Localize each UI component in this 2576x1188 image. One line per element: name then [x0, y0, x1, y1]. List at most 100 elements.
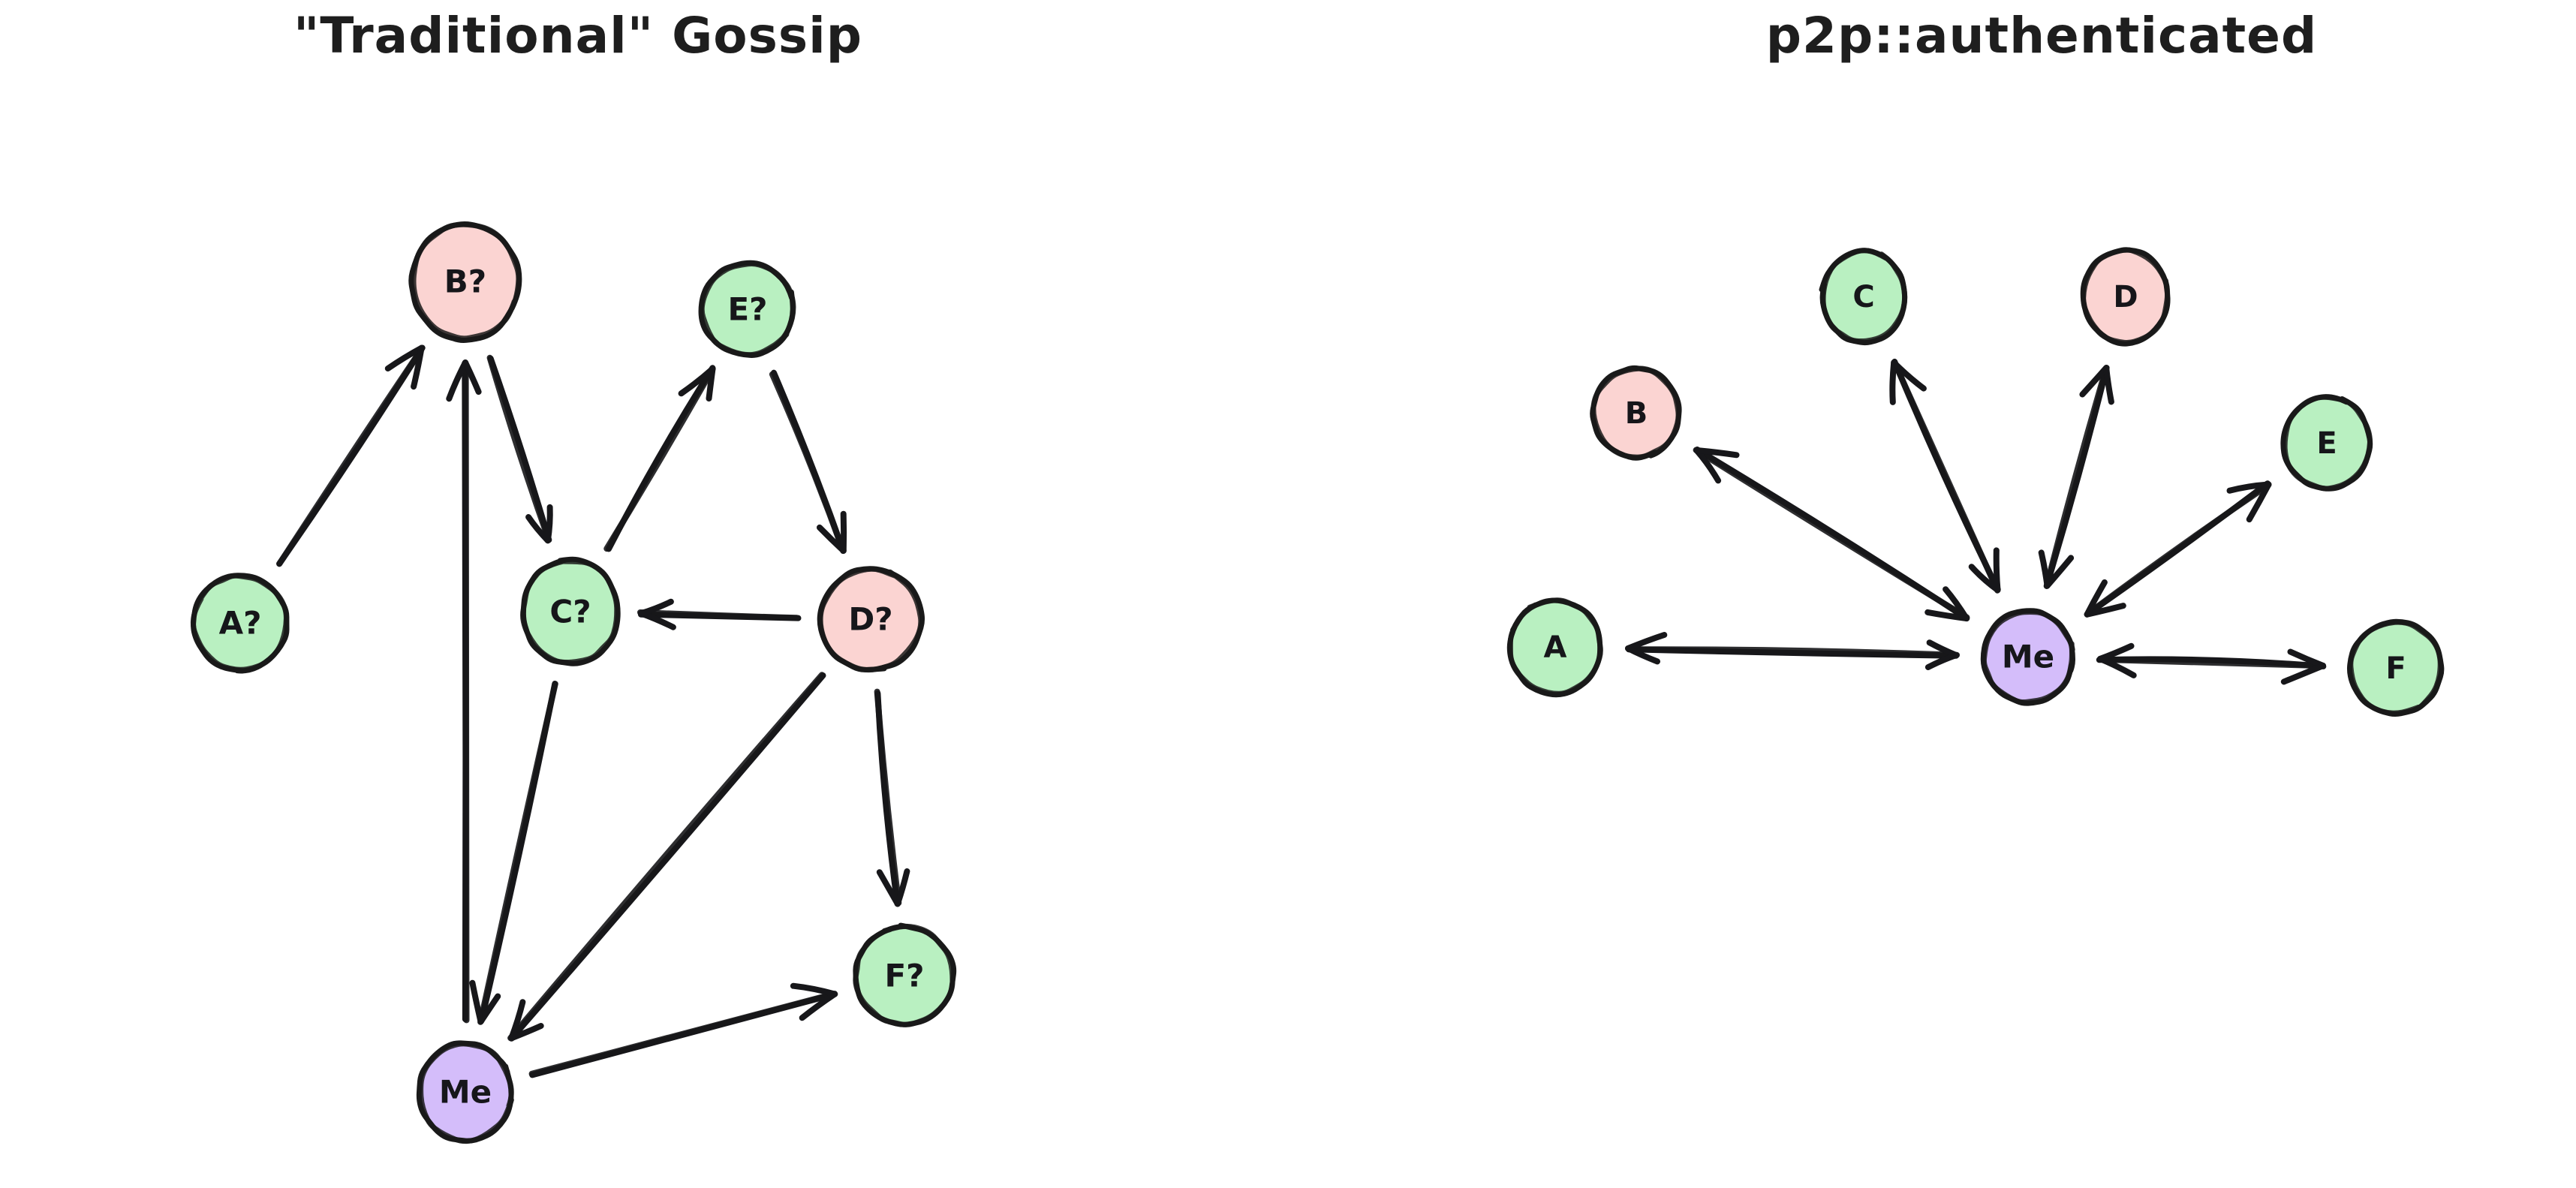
node-traditional-gossip-me[interactable]: Me — [416, 1040, 514, 1144]
node-p2p-authenticated-e[interactable]: E — [2280, 394, 2373, 492]
node-p2p-authenticated-b[interactable]: B — [1590, 365, 1682, 461]
arrow-head-icon — [2097, 642, 2135, 662]
panel-title-traditional-gossip: "Traditional" Gossip — [293, 7, 862, 65]
node-fill — [1593, 366, 1681, 456]
node-traditional-gossip-b[interactable]: B? — [408, 221, 522, 343]
arrow-head-icon — [1625, 632, 1668, 651]
node-outline-pass2 — [1981, 609, 2075, 705]
node-fill — [1510, 599, 1601, 693]
arrow-head-icon — [876, 869, 901, 907]
arrow-head-icon — [1693, 447, 1740, 459]
edge-me-to-f — [2096, 642, 2327, 685]
nodes-layer: B? E? A? C? D? F? Me B C D E A F Me — [190, 221, 2445, 1144]
edge-shaft-pass2 — [1891, 359, 2001, 594]
edge-me-to-d — [2038, 365, 2114, 589]
edge-shaft-pass2 — [486, 354, 552, 543]
arrow-head-icon — [508, 999, 526, 1042]
edge-c-to-me — [469, 681, 558, 1025]
node-traditional-gossip-a[interactable]: A? — [190, 573, 290, 674]
node-fill — [853, 926, 952, 1025]
node-label: E? — [727, 291, 767, 328]
node-outline-pass2 — [2348, 619, 2443, 716]
titles-layer: "Traditional" Gossip p2p::authenticated — [293, 7, 2317, 65]
panel-title-p2p-authenticated: p2p::authenticated — [1766, 7, 2317, 65]
node-traditional-gossip-c[interactable]: C? — [520, 556, 621, 666]
node-label: F — [2385, 651, 2406, 686]
node-fill — [412, 223, 521, 340]
arrow-head-icon — [1889, 359, 1897, 405]
node-label: A? — [219, 605, 262, 642]
arrow-head-icon — [1924, 652, 1959, 670]
edge-d-to-f — [874, 688, 910, 907]
node-fill — [420, 1042, 513, 1141]
node-label: D — [2113, 280, 2138, 314]
node-label: C? — [549, 594, 591, 630]
node-outline-pass2 — [853, 923, 955, 1027]
edge-shaft-pass2 — [1693, 447, 1970, 621]
edge-shaft-pass2 — [2084, 482, 2272, 617]
node-outline-pass2 — [190, 573, 289, 672]
node-outline-pass2 — [1590, 365, 1681, 460]
node-p2p-authenticated-c[interactable]: C — [1819, 248, 1908, 346]
node-outline-pass2 — [520, 558, 620, 665]
arrow-head-icon — [544, 504, 553, 544]
edge-e-to-d — [769, 369, 847, 555]
node-p2p-authenticated-d[interactable]: D — [2080, 247, 2171, 347]
node-fill — [192, 574, 287, 671]
edges-layer — [276, 344, 2327, 1078]
node-traditional-gossip-f[interactable]: F? — [853, 922, 957, 1027]
node-outline-pass2 — [1820, 248, 1908, 344]
node-outline-pass2 — [817, 566, 924, 673]
arrow-head-icon — [525, 514, 551, 544]
node-label: D? — [848, 601, 892, 638]
edge-shaft-pass2 — [528, 991, 838, 1077]
node-label: A — [1544, 630, 1567, 665]
node-p2p-authenticated-me[interactable]: Me — [1980, 608, 2075, 706]
arrow-head-icon — [817, 524, 847, 554]
edge-me-to-e — [2084, 480, 2272, 618]
node-label: C — [1852, 280, 1874, 314]
edge-me-to-c — [1889, 358, 2001, 594]
edge-shaft-pass2 — [603, 365, 716, 552]
node-fill — [819, 569, 922, 671]
arrow-head-icon — [2084, 579, 2108, 618]
node-p2p-authenticated-f[interactable]: F — [2346, 618, 2445, 717]
edge-shaft-pass2 — [637, 609, 800, 621]
arrow-head-icon — [1993, 547, 2001, 594]
node-label: Me — [2002, 639, 2054, 675]
node-fill — [701, 262, 794, 355]
node-label: B — [1625, 396, 1648, 431]
arrow-head-icon — [638, 598, 674, 617]
node-fill — [1822, 251, 1906, 342]
edge-shaft-pass2 — [2096, 656, 2325, 669]
node-label: E — [2316, 426, 2337, 461]
edge-me-to-b — [446, 359, 482, 1024]
arrow-head-icon — [462, 359, 482, 395]
edge-d-to-c — [637, 598, 802, 630]
node-label: Me — [439, 1074, 492, 1111]
edge-a-to-b — [276, 344, 426, 567]
node-label: F? — [884, 958, 924, 994]
arrow-head-icon — [411, 344, 425, 390]
arrow-head-icon — [1891, 359, 1927, 392]
edge-shaft-pass2 — [769, 371, 847, 555]
edge-shaft-pass2 — [462, 360, 470, 1024]
node-traditional-gossip-d[interactable]: D? — [817, 566, 925, 673]
node-fill — [522, 560, 618, 666]
node-p2p-authenticated-a[interactable]: A — [1506, 597, 1603, 698]
node-outline-pass2 — [2081, 247, 2171, 345]
node-fill — [2082, 250, 2168, 344]
arrow-head-icon — [1924, 609, 1970, 621]
arrow-head-icon — [2246, 481, 2272, 523]
node-label: B? — [444, 263, 486, 300]
arrow-head-icon — [790, 982, 838, 997]
node-outline-pass2 — [1507, 597, 1603, 696]
arrow-head-icon — [799, 991, 838, 1021]
edge-shaft-pass2 — [276, 345, 425, 567]
node-outline-pass2 — [418, 1041, 514, 1144]
node-traditional-gossip-e[interactable]: E? — [698, 260, 796, 358]
node-fill — [2349, 622, 2441, 715]
edge-me-to-a — [1625, 632, 1961, 670]
